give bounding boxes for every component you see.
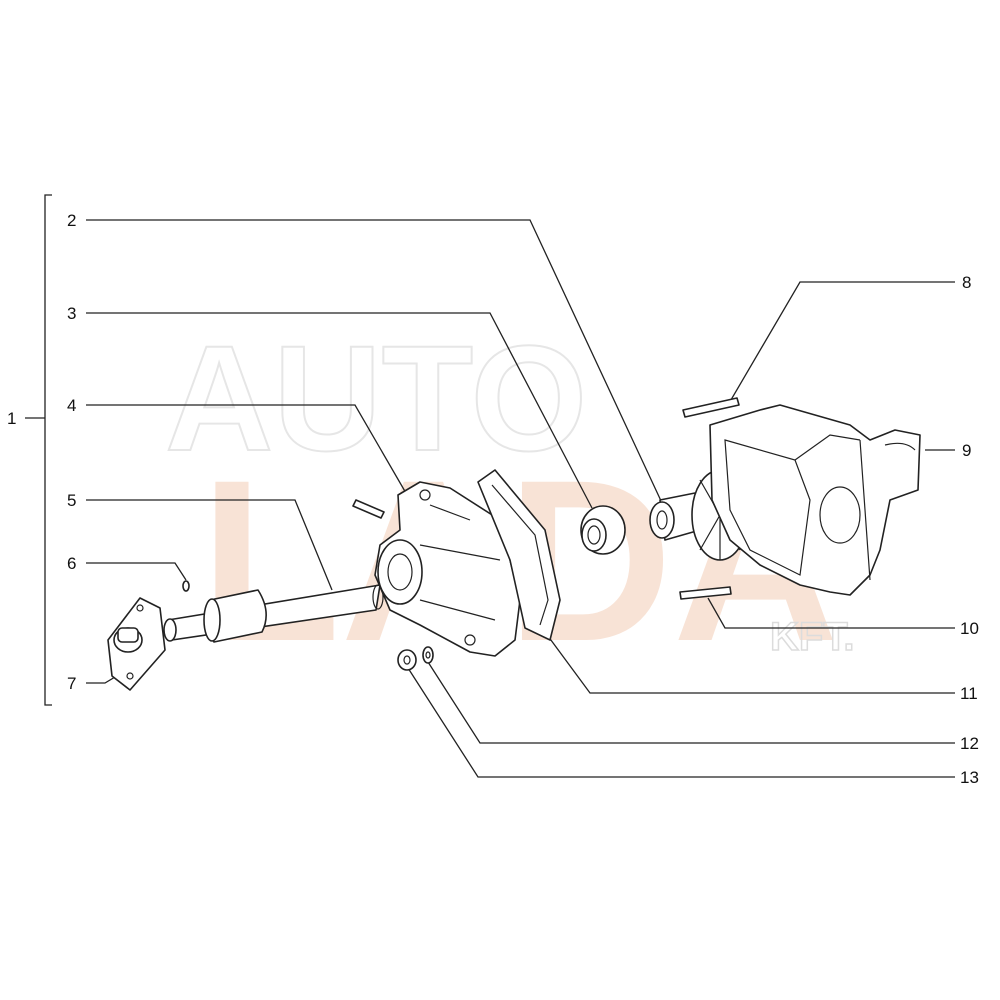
assembly-bracket [25, 194, 52, 706]
callout-4: 4 [67, 396, 76, 415]
part-shaft-bearing [163, 584, 384, 643]
part-stud-4 [352, 499, 385, 519]
callout-2: 2 [67, 211, 76, 230]
callout-12: 12 [960, 734, 979, 753]
callout-1: 1 [7, 409, 16, 428]
callout-13: 13 [960, 768, 979, 787]
part-gasket [477, 469, 561, 641]
watermark-auto: AUTO [165, 314, 587, 482]
part-seal [580, 505, 626, 555]
leader-lines [86, 219, 955, 778]
callout-3: 3 [67, 304, 76, 323]
callout-9: 9 [962, 441, 971, 460]
callout-11: 11 [960, 684, 978, 703]
callout-7: 7 [67, 674, 76, 693]
part-flange [107, 597, 166, 691]
part-pump-housing [374, 481, 521, 657]
part-small-pin [182, 580, 190, 592]
callout-5: 5 [67, 491, 76, 510]
callout-labels: 1 2 3 4 5 6 7 8 9 10 11 12 13 [7, 211, 979, 787]
part-outer-housing [709, 404, 921, 596]
part-nut [397, 649, 417, 671]
part-washer [422, 646, 434, 664]
watermark-kft: KFT. [770, 615, 854, 659]
callout-10: 10 [960, 619, 979, 638]
part-pin-8 [682, 397, 740, 418]
part-stud-10 [679, 586, 732, 600]
callout-6: 6 [67, 554, 76, 573]
callout-8: 8 [962, 273, 971, 292]
